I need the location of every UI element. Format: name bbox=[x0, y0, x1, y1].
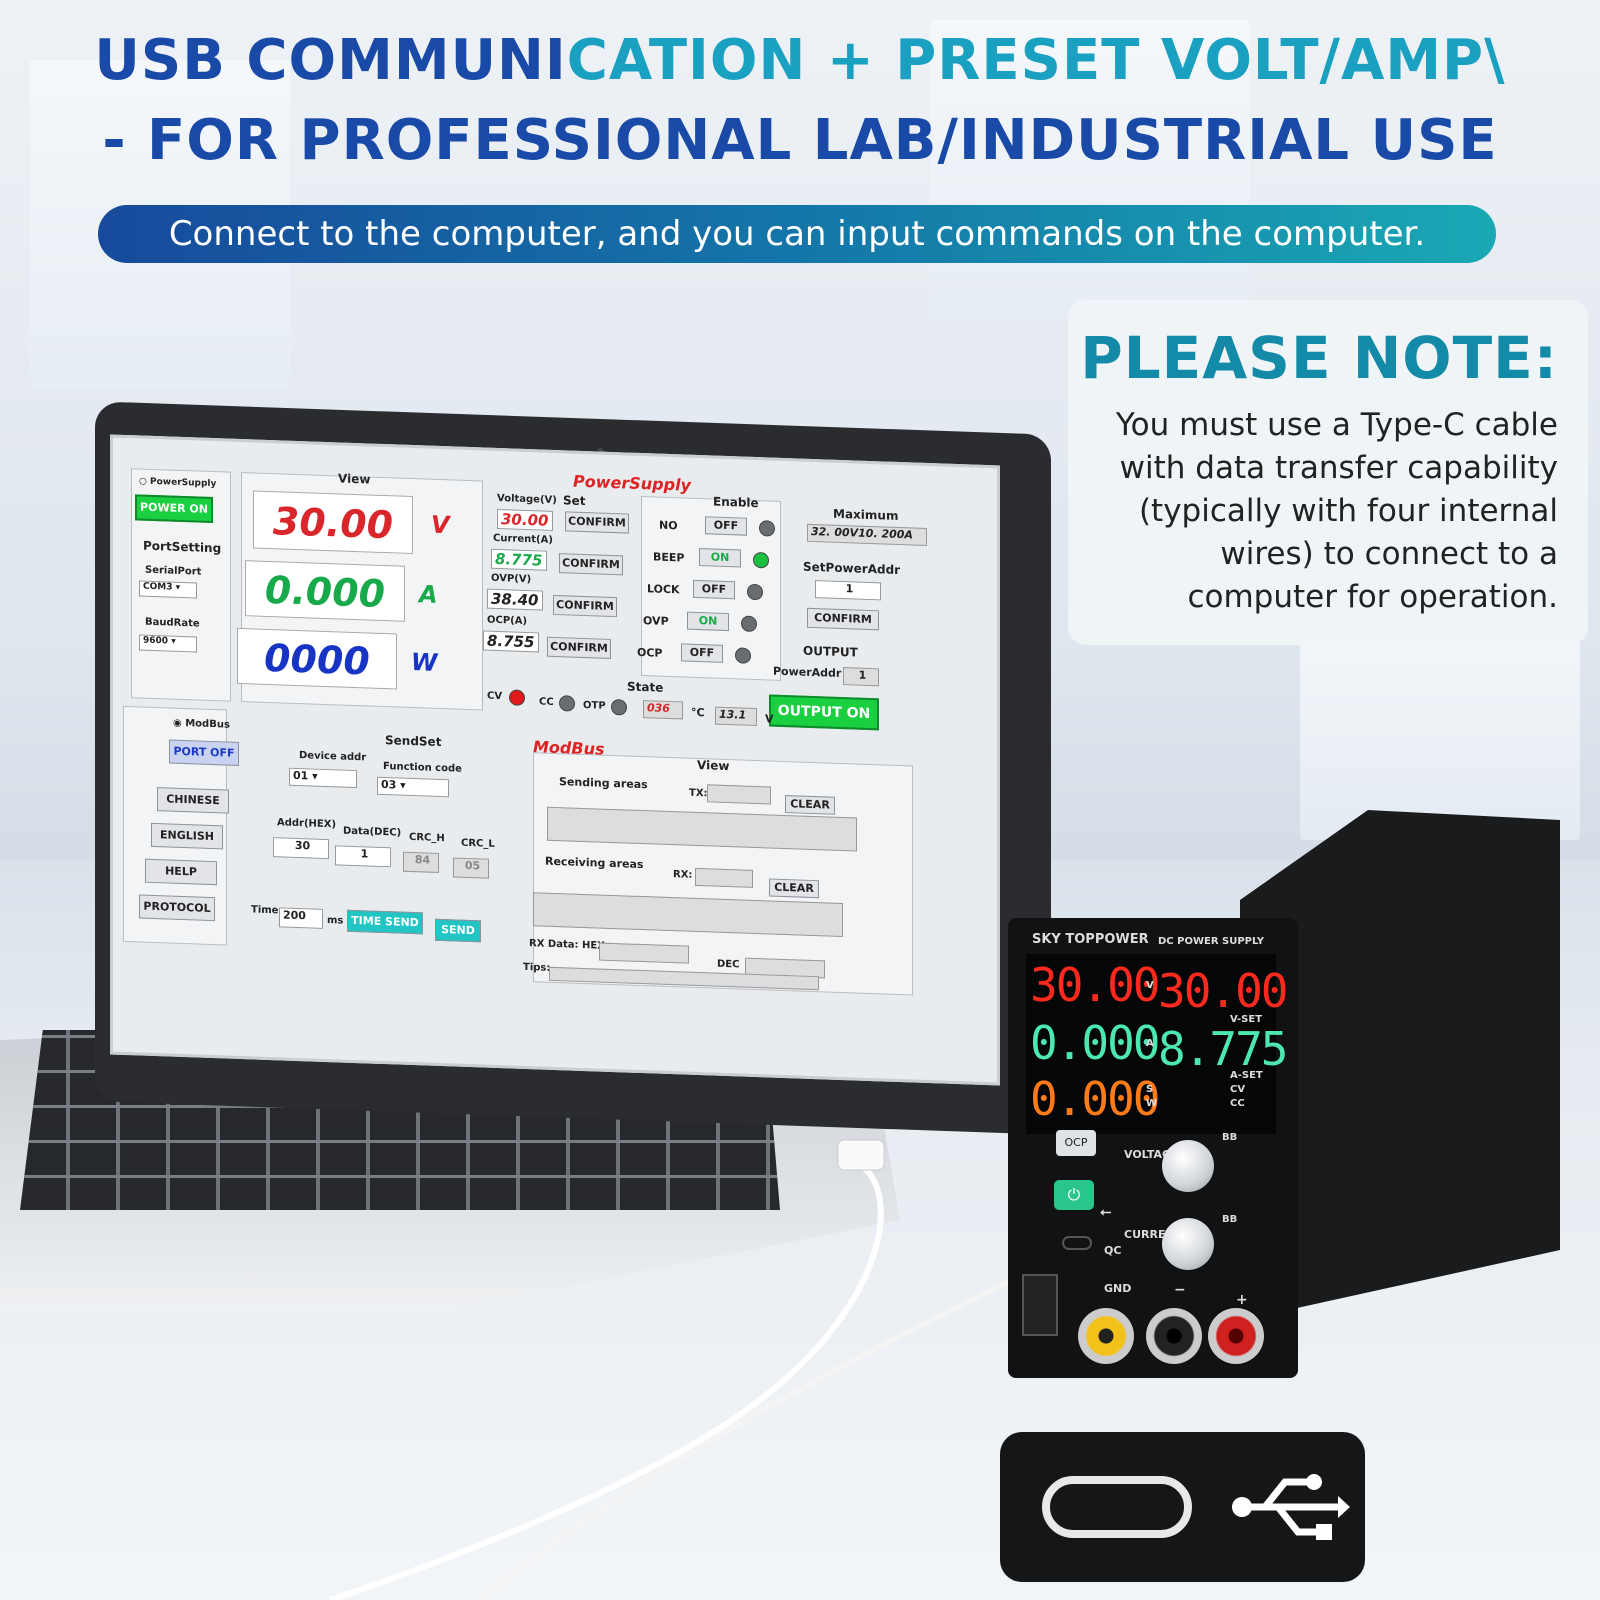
psu-brand: SKY TOPPOWER bbox=[1032, 932, 1149, 947]
subtitle-banner: Connect to the computer, and you can inp… bbox=[98, 205, 1496, 263]
psu-voltage-knob[interactable] bbox=[1162, 1140, 1214, 1192]
headline-line-2: - FOR PROFESSIONAL LAB/INDUSTRIAL USE bbox=[102, 108, 1498, 173]
typec-usb-badge bbox=[1000, 1432, 1365, 1582]
psu-current-out: 0.000 bbox=[1030, 1016, 1160, 1070]
psu-typec-port[interactable] bbox=[1062, 1236, 1092, 1250]
note-line: with data transfer capability bbox=[1119, 450, 1558, 486]
note-line: wires) to connect to a bbox=[1220, 536, 1558, 572]
psu-a-unit: A bbox=[1146, 1038, 1154, 1049]
power-supply-unit: SKY TOPPOWER DC POWER SUPPLY 30.00 V 30.… bbox=[1008, 918, 1298, 1378]
note-title: PLEASE NOTE: bbox=[1080, 324, 1558, 392]
headline-line-1: USB COMMUNICATION + PRESET VOLT/AMP\ bbox=[0, 28, 1600, 93]
psu-ocp-button[interactable]: OCP bbox=[1056, 1130, 1096, 1156]
typec-port-icon bbox=[1042, 1476, 1192, 1538]
psu-v-unit: V bbox=[1146, 980, 1154, 991]
psu-qc-label: QC bbox=[1104, 1244, 1122, 1257]
note-card: PLEASE NOTE: You must use a Type-C cable… bbox=[1068, 300, 1588, 645]
psu-gnd-terminal[interactable] bbox=[1078, 1308, 1134, 1364]
psu-aset-label: A-SET bbox=[1230, 1070, 1263, 1081]
background-window bbox=[1300, 640, 1580, 840]
psu-usb-icon: ⭠ bbox=[1100, 1204, 1112, 1220]
psu-voltage-out: 30.00 bbox=[1030, 958, 1160, 1012]
psu-vset-label: V-SET bbox=[1230, 1014, 1263, 1025]
psu-cc-label: CC bbox=[1230, 1098, 1245, 1109]
note-line: (typically with four internal bbox=[1138, 493, 1558, 529]
psu-current-set: 8.775 bbox=[1158, 1022, 1288, 1076]
psu-s-unit: S bbox=[1146, 1084, 1154, 1095]
psu-voltage-set: 30.00 bbox=[1158, 964, 1288, 1018]
psu-cv-label: CV bbox=[1230, 1084, 1246, 1095]
psu-bb-label: BB bbox=[1222, 1132, 1238, 1143]
usb-icon bbox=[1232, 1474, 1350, 1540]
psu-positive-terminal[interactable] bbox=[1208, 1308, 1264, 1364]
psu-negative-terminal[interactable] bbox=[1146, 1308, 1202, 1364]
psu-display bbox=[1026, 954, 1276, 1134]
note-text: You must use a Type-C cable with data tr… bbox=[1068, 404, 1558, 619]
psu-rocker-switch[interactable] bbox=[1022, 1274, 1058, 1336]
note-line: computer for operation. bbox=[1187, 579, 1558, 615]
psu-model: DC POWER SUPPLY bbox=[1158, 936, 1265, 947]
psu-plus-label: + bbox=[1236, 1292, 1248, 1308]
psu-w-unit: W bbox=[1146, 1098, 1158, 1109]
note-line: You must use a Type-C cable bbox=[1115, 407, 1558, 443]
psu-bb-label: BB bbox=[1222, 1214, 1238, 1225]
headline-part-b: CATION + PRESET VOLT/AMP\ bbox=[566, 28, 1506, 93]
psu-power-button[interactable]: ⏻ bbox=[1054, 1180, 1094, 1210]
psu-gnd-label: GND bbox=[1104, 1282, 1132, 1295]
psu-minus-label: − bbox=[1174, 1282, 1186, 1298]
headline-part-a: USB COMMUNI bbox=[94, 28, 567, 93]
psu-current-knob[interactable] bbox=[1162, 1218, 1214, 1270]
psu-power-out: 0.000 bbox=[1030, 1072, 1160, 1126]
background-window bbox=[930, 20, 1250, 320]
